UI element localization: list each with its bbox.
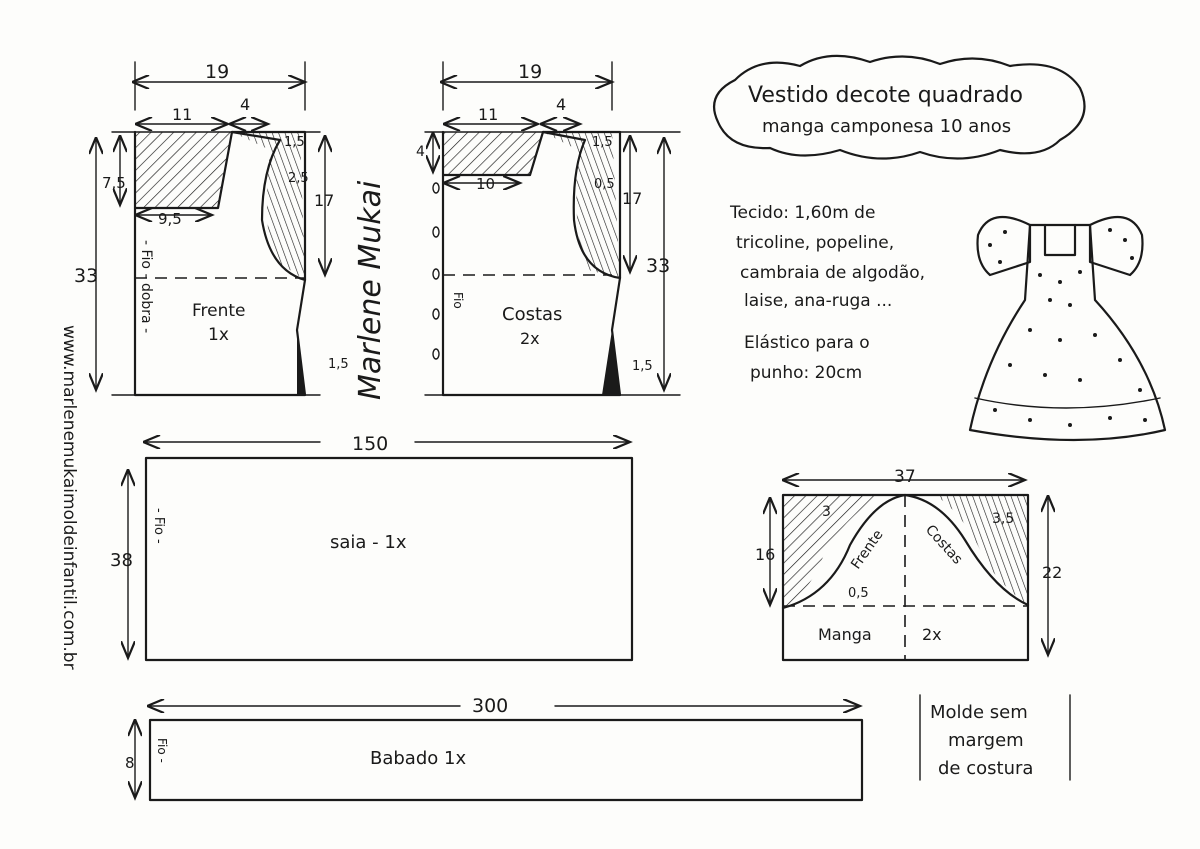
costas-buttonholes xyxy=(432,182,440,360)
designer-signature: Marlene Mukai xyxy=(353,180,388,400)
costas-armhole-label: 0,5 xyxy=(594,177,615,192)
elastic-line-2: punho: 20cm xyxy=(750,363,862,383)
frente-width-label: 19 xyxy=(205,61,229,83)
note-line-1: Molde sem xyxy=(930,702,1028,723)
costas-shoulder-label: 1,5 xyxy=(592,135,613,150)
frente-fold-label: - Fio - dobra - xyxy=(138,240,154,333)
babado-outline xyxy=(148,718,864,802)
title-line2: manga camponesa 10 anos xyxy=(762,116,1011,137)
costas-neckline-hatch xyxy=(443,132,543,175)
fabric-line-1: Tecido: 1,60m de xyxy=(729,203,875,223)
frente-qty: 1x xyxy=(208,325,229,345)
costas-label: Costas xyxy=(502,304,562,325)
frente-neck-label: 4 xyxy=(240,95,250,114)
costas-neckbase-label: 10 xyxy=(476,175,495,193)
frente-label: Frente xyxy=(192,301,246,321)
babado-grain-label: Fio - xyxy=(155,738,169,763)
babado-pattern: 300 8 Babado 1x Fio - xyxy=(125,695,864,802)
costas-qty: 2x xyxy=(520,329,540,348)
saia-pattern: 150 38 saia - 1x - Fio - xyxy=(110,433,634,662)
saia-height-label: 38 xyxy=(110,550,133,571)
costas-height-label: 33 xyxy=(646,255,670,277)
fabric-line-4: laise, ana-ruga ... xyxy=(744,291,892,311)
manga-c-label: 0,5 xyxy=(848,586,869,601)
costas-neck-label: 4 xyxy=(556,95,566,114)
frente-side-label: 17 xyxy=(314,191,334,210)
manga-hatch-right xyxy=(935,495,1028,605)
costas-top-label: 11 xyxy=(478,105,498,124)
frente-hem-label: 1,5 xyxy=(328,357,349,372)
website-url: www.marlenemukaimoldeinfantil.com.br xyxy=(59,325,79,670)
frente-outline-upper xyxy=(230,130,307,282)
manga-b-label: 3,5 xyxy=(992,511,1014,527)
saia-width-label: 150 xyxy=(352,433,388,455)
frente-shoulder-label: 1,5 xyxy=(284,135,305,150)
costas-width-label: 19 xyxy=(518,61,542,83)
costas-armhole-hatch xyxy=(543,132,620,278)
frente-armhole-hatch xyxy=(232,132,305,280)
seam-note: Molde sem margem de costura xyxy=(919,694,1071,781)
fabric-line-2: tricoline, popeline, xyxy=(736,233,894,253)
saia-outline xyxy=(144,456,634,662)
dress-illustration xyxy=(968,215,1167,442)
fabric-line-3: cambraia de algodão, xyxy=(740,263,925,283)
fabric-note: Tecido: 1,60m de tricoline, popeline, ca… xyxy=(729,203,925,383)
note-line-3: de costura xyxy=(938,758,1033,779)
frente-height-label: 33 xyxy=(74,265,98,287)
costas-hem-label: 1,5 xyxy=(632,359,653,374)
elastic-line-1: Elástico para o xyxy=(744,333,870,353)
frente-neckdepth-label: 7,5 xyxy=(102,174,126,192)
saia-grain-label: - Fio - xyxy=(151,508,166,544)
manga-a-label: 3 xyxy=(822,504,831,520)
frente-top-label: 11 xyxy=(172,105,192,124)
costas-outline xyxy=(441,130,622,397)
manga-width-label: 37 xyxy=(894,467,916,487)
saia-label: saia - 1x xyxy=(330,532,407,553)
costas-grain-label: Fio xyxy=(451,292,465,309)
manga-qty: 2x xyxy=(922,625,942,644)
frente-pattern: 19 11 4 1,5 7,5 9,5 2,5 17 33 1,5 Frente… xyxy=(74,61,349,397)
babado-height-label: 8 xyxy=(125,754,135,772)
title-line1: Vestido decote quadrado xyxy=(748,83,1023,108)
costas-outline-upper xyxy=(541,130,622,280)
manga-front-label: Frente xyxy=(848,527,886,572)
costas-hem-wedge xyxy=(602,330,620,395)
manga-back-label: Costas xyxy=(922,522,965,568)
babado-label: Babado 1x xyxy=(370,748,466,769)
note-line-2: margem xyxy=(948,730,1024,751)
manga-right-label: 22 xyxy=(1042,563,1062,582)
title-cloud: Vestido decote quadrado manga camponesa … xyxy=(713,54,1086,160)
manga-label: Manga xyxy=(818,625,872,644)
costas-pattern: 19 11 4 1,5 4 10 0,5 17 33 1,5 Costas 2x… xyxy=(416,61,681,397)
frente-neckline-hatch xyxy=(135,132,232,208)
manga-pattern: 37 16 22 3 3,5 0,5 Frente Costas Manga 2… xyxy=(755,467,1062,662)
costas-neckdepth-label: 4 xyxy=(416,144,425,160)
babado-width-label: 300 xyxy=(472,695,508,717)
manga-outline xyxy=(781,493,1030,662)
frente-armhole-label: 2,5 xyxy=(288,171,309,186)
manga-hatch-left xyxy=(783,495,880,608)
manga-left-label: 16 xyxy=(755,545,775,564)
costas-side-label: 17 xyxy=(622,189,642,208)
frente-neckbase-label: 9,5 xyxy=(158,210,182,228)
frente-outline xyxy=(133,130,307,397)
